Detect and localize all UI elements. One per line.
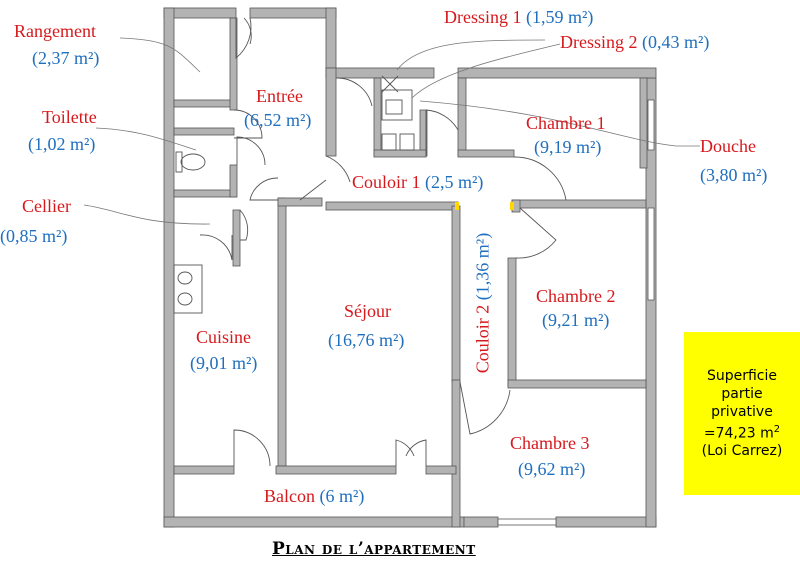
room-name-dressing1: Dressing 1 [444,7,522,27]
area-cellier: (0,85 m²) [0,226,68,246]
summary-line-3: privative [711,403,773,420]
area-sejour: (16,76 m²) [328,330,405,350]
room-name-couloir1: Couloir 1 [352,172,421,192]
room-name-sejour: Séjour [344,301,391,321]
area-dressing2: (0,43 m²) [642,32,710,52]
summary-line-2: partie [721,385,763,402]
room-name-chambre1: Chambre 1 [526,113,606,133]
area-chambre1: (9,19 m²) [534,137,602,157]
room-name-couloir2: Couloir 2 [472,304,493,374]
room-name-rangement: Rangement [14,21,96,41]
label-couloir2: Couloir 2 (1,36 m²) [473,233,494,373]
area-chambre3: (9,62 m²) [518,459,586,479]
area-cuisine: (9,01 m²) [190,353,258,373]
room-name-dressing2: Dressing 2 [560,32,638,52]
area-toilette: (1,02 m²) [28,134,96,154]
room-name-chambre3: Chambre 3 [510,433,590,453]
label-sejour: Séjour [344,301,391,321]
room-name-toilette: Toilette [42,107,97,127]
area-chambre2: (9,21 m²) [542,310,610,330]
area-couloir1: (2,5 m²) [425,172,484,192]
label-entree: Entrée [256,86,303,106]
label-dressing1: Dressing 1 (1,59 m²) [444,7,593,27]
area-douche: (3,80 m²) [700,165,768,185]
label-rangement: Rangement [14,21,96,41]
leader-lines [83,37,700,225]
room-name-chambre2: Chambre 2 [536,286,616,306]
fixtures [173,75,415,314]
windows [497,99,655,526]
area-balcon: (6 m²) [319,486,365,506]
label-couloir1: Couloir 1 (2,5 m²) [352,172,483,192]
label-cellier: Cellier [22,196,71,216]
summary-line-5: (Loi Carrez) [701,443,783,460]
label-douche: Douche [700,136,756,156]
summary-line-4: =74,23 m2 [703,423,781,442]
label-balcon: Balcon (6 m²) [264,486,364,506]
interior-walls [173,17,648,528]
room-name-cuisine: Cuisine [196,327,252,347]
area-rangement: (2,37 m²) [32,48,100,68]
area-dressing1: (1,59 m²) [526,7,594,27]
label-cuisine: Cuisine [196,327,251,347]
room-name-balcon: Balcon [264,486,315,506]
label-chambre2: Chambre 2 [536,286,615,306]
doors [199,17,567,467]
area-entree: (6,52 m²) [244,110,312,130]
label-dressing2: Dressing 2 (0,43 m²) [560,32,709,52]
label-chambre1: Chambre 1 [526,113,605,133]
room-name-cellier: Cellier [22,196,71,216]
outer-walls [163,7,657,528]
room-name-douche: Douche [700,136,756,156]
plan-title: Plan de l’appartement [272,539,476,559]
label-chambre3: Chambre 3 [510,433,589,453]
area-couloir2: (1,36 m²) [472,232,493,301]
surface-summary-box: Superficie partie privative =74,23 m2 (L… [684,332,800,495]
label-toilette: Toilette [42,107,97,127]
room-name-entree: Entrée [256,86,303,106]
summary-line-1: Superficie [706,367,778,384]
